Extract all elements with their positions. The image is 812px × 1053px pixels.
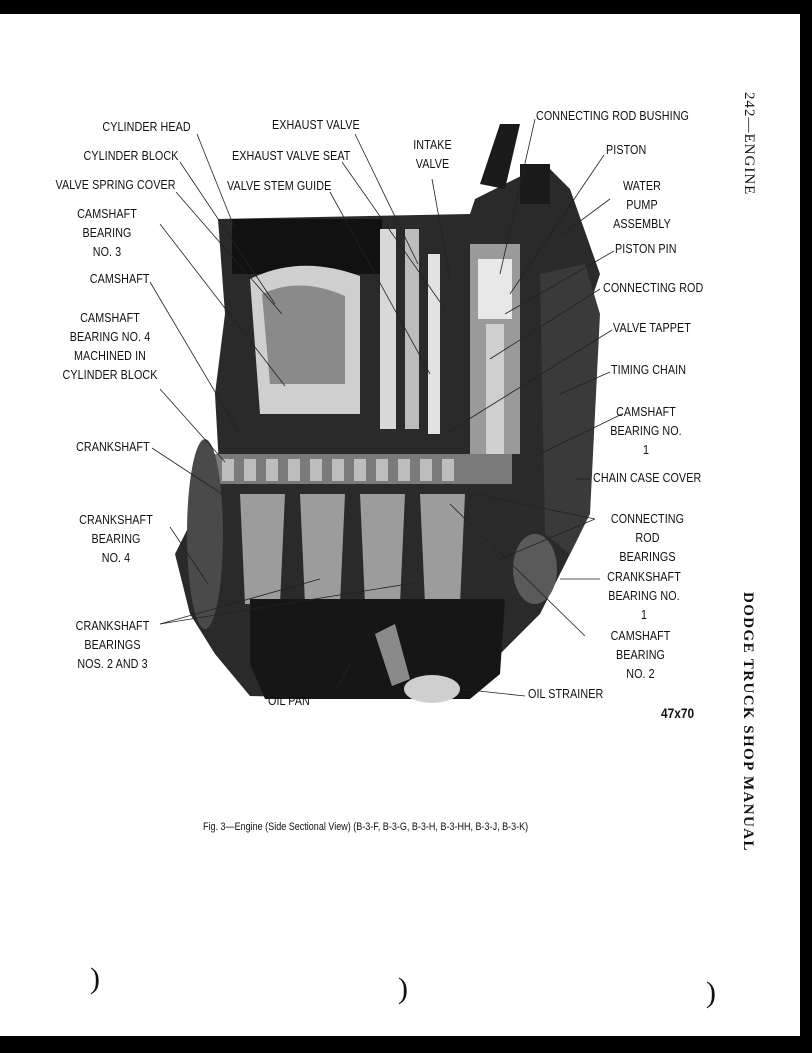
manual-page: CYLINDER HEAD CYLINDER BLOCK VALVE SPRIN… <box>0 14 800 1036</box>
label-camshaft-bearing-4: CAMSHAFT BEARING NO. 4 MACHINED IN CYLIN… <box>62 311 158 382</box>
label-connecting-rod-bushing: CONNECTING ROD BUSHING <box>536 109 689 123</box>
book-title: DODGE TRUCK SHOP MANUAL <box>740 592 756 852</box>
label-valve-tappet: VALVE TAPPET <box>613 321 691 335</box>
margin-mark-center: ) <box>398 972 408 1005</box>
label-oil-strainer: OIL STRAINER <box>528 687 604 701</box>
figure-caption: Fig. 3—Engine (Side Sectional View) (B-3… <box>203 821 529 833</box>
figure-number: 47x70 <box>661 705 695 721</box>
label-camshaft-bearing-3: CAMSHAFT BEARING NO. 3 <box>77 207 137 259</box>
label-connecting-rod-bearings: CONNECTING ROD BEARINGS <box>610 512 685 564</box>
label-timing-chain: TIMING CHAIN <box>611 363 687 377</box>
label-crankshaft-bearing-4: CRANKSHAFT BEARING NO. 4 <box>79 513 153 565</box>
label-valve-spring-cover: VALVE SPRING COVER <box>55 178 176 192</box>
label-piston: PISTON <box>606 143 647 157</box>
margin-mark-right: ) <box>706 976 716 1009</box>
label-camshaft-bearing-1: CAMSHAFT BEARING NO. 1 <box>610 405 682 457</box>
label-chain-case-cover: CHAIN CASE COVER <box>593 471 702 485</box>
label-cylinder-block: CYLINDER BLOCK <box>82 149 178 163</box>
label-crankshaft-bearings-2-3: CRANKSHAFT BEARINGS NOS. 2 AND 3 <box>75 619 150 671</box>
label-crankshaft: CRANKSHAFT <box>76 440 150 454</box>
label-piston-pin: PISTON PIN <box>615 242 677 256</box>
label-connecting-rod: CONNECTING ROD <box>603 281 704 295</box>
label-oil-pan: OIL PAN <box>268 694 310 708</box>
label-camshaft-bearing-2: CAMSHAFT BEARING NO. 2 <box>610 629 671 681</box>
label-intake-valve: INTAKE VALVE <box>413 138 452 171</box>
margin-mark-left: ) <box>90 962 100 995</box>
label-exhaust-valve-seat: EXHAUST VALVE SEAT <box>232 149 351 163</box>
label-water-pump-assembly: WATER PUMP ASSEMBLY <box>613 179 671 231</box>
label-camshaft: CAMSHAFT <box>90 272 150 286</box>
label-exhaust-valve: EXHAUST VALVE <box>272 118 360 132</box>
label-valve-stem-guide: VALVE STEM GUIDE <box>227 179 332 193</box>
section-header: 242—ENGINE <box>741 92 757 196</box>
engine-cutaway-illustration <box>149 118 623 703</box>
label-crankshaft-bearing-1: CRANKSHAFT BEARING NO. 1 <box>607 570 681 622</box>
label-cylinder-head: CYLINDER HEAD <box>102 120 191 134</box>
